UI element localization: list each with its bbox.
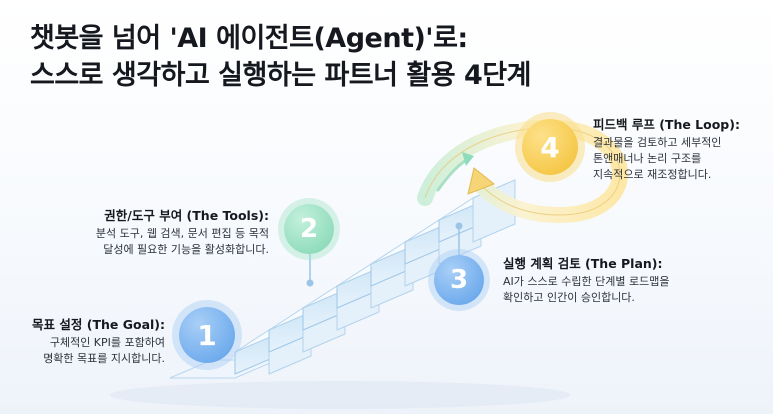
- step-3-description-line: AI가 스스로 수립한 단계별 로드맵을: [503, 275, 670, 288]
- step-4-badge: 4: [522, 119, 578, 175]
- step-4-heading: 피드백 루프 (The Loop):: [593, 117, 740, 132]
- floor-shadow: [110, 381, 570, 409]
- title-line-2: 스스로 생각하고 실행하는 파트너 활용 4단계: [30, 60, 531, 91]
- step-4-number: 4: [540, 130, 560, 164]
- step-3-description-line: 확인하고 인간이 승인합니다.: [503, 291, 635, 304]
- step-3-badge: 3: [434, 255, 484, 305]
- step-3-heading: 실행 계획 검토 (The Plan):: [503, 256, 663, 271]
- step-2-description-line: 분석 도구, 웹 검색, 문서 편집 등 목적: [95, 227, 269, 240]
- step-1-description-line: 명확한 목표를 지시합니다.: [43, 352, 165, 365]
- title-line-1: 챗봇을 넘어 'AI 에이전트(Agent)'로:: [30, 23, 468, 54]
- step-4-description: 결과물을 검토하고 세부적인 톤앤매너나 논리 구조를 지속적으로 재조정합니다…: [593, 135, 740, 183]
- step-1-description: 구체적인 KPI를 포함하여 명확한 목표를 지시합니다.: [32, 335, 165, 367]
- step-1-description-line: 구체적인 KPI를 포함하여: [49, 336, 165, 349]
- step-3-label: 실행 계획 검토 (The Plan): AI가 스스로 수립한 단계별 로드맵…: [503, 253, 669, 306]
- step-1-number: 1: [197, 318, 217, 352]
- step-2-heading: 권한/도구 부여 (The Tools):: [104, 208, 269, 223]
- staircase: [169, 179, 516, 379]
- step-1-heading: 목표 설정 (The Goal):: [32, 317, 165, 332]
- step-2-number: 2: [299, 214, 319, 244]
- step-4-label: 피드백 루프 (The Loop): 결과물을 검토하고 세부적인 톤앤매너나 …: [593, 114, 740, 183]
- step-2-description-line: 달성에 필요한 기능을 활성화합니다.: [103, 243, 269, 256]
- step-4-description-line: 지속적으로 재조정합니다.: [593, 168, 712, 181]
- step-2-description: 분석 도구, 웹 검색, 문서 편집 등 목적 달성에 필요한 기능을 활성화합…: [96, 226, 269, 258]
- step-3-number: 3: [449, 265, 469, 295]
- step-1-label: 목표 설정 (The Goal): 구체적인 KPI를 포함하여 명확한 목표를…: [32, 314, 165, 367]
- step-2-badge: 2: [284, 204, 334, 254]
- step-4-description-line: 톤앤매너나 논리 구조를: [593, 152, 702, 165]
- step-3-description: AI가 스스로 수립한 단계별 로드맵을 확인하고 인간이 승인합니다.: [503, 274, 669, 306]
- page-title: 챗봇을 넘어 'AI 에이전트(Agent)'로: 스스로 생각하고 실행하는 …: [30, 20, 531, 94]
- step-2-label: 권한/도구 부여 (The Tools): 분석 도구, 웹 검색, 문서 편집…: [96, 205, 269, 258]
- step-1-badge: 1: [179, 307, 235, 363]
- connector-step-2: [306, 252, 314, 287]
- step-4-description-line: 결과물을 검토하고 세부적인: [593, 136, 722, 149]
- feedback-loop-arrow: [417, 119, 628, 224]
- connector-step-3: [455, 222, 463, 256]
